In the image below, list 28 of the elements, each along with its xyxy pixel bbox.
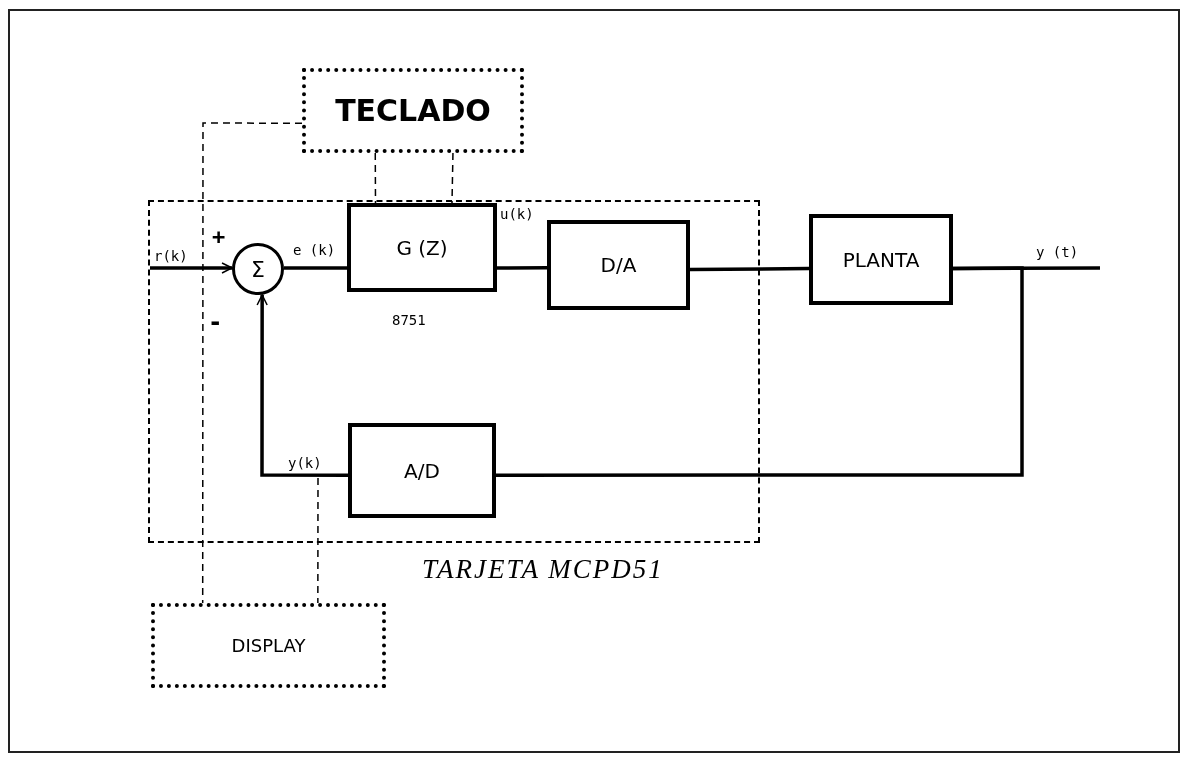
signal-line [496, 266, 1024, 477]
converter-block [547, 220, 690, 310]
arrow [256, 294, 348, 477]
signal-line [284, 266, 347, 270]
sign-label: + [212, 224, 226, 249]
block-label: A/D [404, 458, 440, 483]
sign-label: - [208, 308, 223, 336]
dashed-connector [374, 152, 377, 204]
display-box [151, 603, 386, 688]
block-label: D/A [600, 253, 637, 277]
plant-block [809, 214, 953, 305]
keyboard-box [302, 68, 524, 153]
signal-line [497, 265, 547, 270]
block-label: G (Z) [396, 235, 448, 260]
dashed-connector [201, 122, 303, 604]
converter-block [348, 423, 496, 518]
arrow [150, 262, 233, 274]
part-number: 8751 [392, 312, 426, 328]
controller-block [347, 203, 497, 292]
block-label: DISPLAY [231, 635, 306, 656]
dashed-connector [451, 152, 454, 204]
summing-junction [232, 243, 284, 295]
signal-line [690, 266, 809, 272]
block-label: PLANTA [842, 247, 920, 272]
dashed-connector [317, 477, 319, 604]
sum-symbol: Σ [251, 256, 265, 282]
block-label: TECLADO [335, 93, 491, 128]
board-title: TARJETA MCPD51 [422, 554, 664, 585]
